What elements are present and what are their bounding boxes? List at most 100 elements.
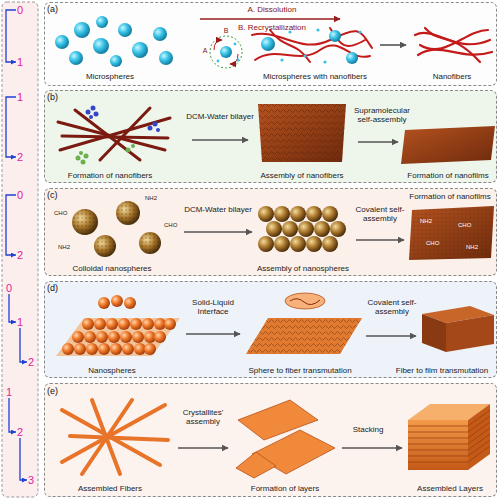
nanofiber-rods xyxy=(62,136,168,138)
microsphere-cluster xyxy=(93,38,109,54)
group-label: NH2 xyxy=(145,195,157,202)
fiber-mat xyxy=(258,104,346,162)
layer-stack xyxy=(408,456,468,457)
nanosphere-layer xyxy=(56,318,180,356)
panel-letter: (e) xyxy=(47,386,58,396)
step-number-text: 2 xyxy=(17,151,23,163)
step-arrow xyxy=(20,438,27,480)
step-number: 1 xyxy=(16,56,24,68)
nanosphere-layer xyxy=(62,343,74,355)
step-number: 3 xyxy=(27,474,35,486)
caption: Formation of layers xyxy=(251,484,319,493)
molecule-cluster xyxy=(86,110,91,115)
molecule-cluster xyxy=(153,122,158,127)
step-number: 2 xyxy=(16,426,24,438)
panel-ground xyxy=(44,2,497,86)
process-arrow xyxy=(192,139,248,141)
colloid-spheres xyxy=(139,232,161,254)
colloid-spheres xyxy=(94,235,116,257)
fiber-rods xyxy=(82,400,132,474)
caption: Fiber to film transmutation xyxy=(396,366,488,375)
sphere-assembly xyxy=(290,206,306,222)
step-number-text: 2 xyxy=(17,249,23,261)
fiber-network xyxy=(415,28,492,62)
process-arrow xyxy=(342,448,402,449)
nanosphere-layer xyxy=(108,331,120,343)
caption: Colloidal nanospheres xyxy=(72,264,151,273)
caption: Stacking xyxy=(353,425,384,434)
molecule-cluster xyxy=(79,151,83,155)
process-arrow xyxy=(366,335,416,337)
colloid-spheres xyxy=(116,201,140,225)
step-number-text: 1 xyxy=(17,56,23,68)
sphere-assembly xyxy=(274,236,290,252)
layer-stack xyxy=(408,444,468,445)
nanosphere-layer xyxy=(96,331,108,343)
process-arrow xyxy=(380,45,406,46)
microsphere-cluster xyxy=(329,30,341,42)
molecule-cluster xyxy=(81,160,86,165)
molecule-cluster xyxy=(156,128,160,132)
layer-stack xyxy=(408,410,490,462)
caption: Solid-Liquid Interface xyxy=(178,298,248,316)
sphere-assembly xyxy=(266,221,282,237)
process-arrow xyxy=(186,334,240,335)
sphere-assembly xyxy=(298,221,314,237)
caption: Nanospheres xyxy=(88,366,136,375)
step-number-text: 0 xyxy=(17,189,23,201)
step-number-text: 0 xyxy=(17,4,23,16)
step-arrow xyxy=(6,10,16,62)
step-number: 0 xyxy=(16,189,24,201)
nanofiber-rods xyxy=(100,108,150,160)
process-arrow xyxy=(342,447,402,449)
dissolution-inset xyxy=(210,36,242,68)
fiber-rods xyxy=(70,436,168,440)
colloid-spheres xyxy=(72,201,161,257)
fiber-network xyxy=(270,30,310,62)
step-arrow xyxy=(9,398,16,432)
panel-ground xyxy=(44,188,497,276)
microsphere-cluster xyxy=(69,51,83,65)
film-slab xyxy=(446,315,494,352)
fiber-network xyxy=(415,33,490,44)
step-number: 2 xyxy=(16,249,24,261)
caption: Covalent self-assembly xyxy=(362,298,422,316)
nanosphere-layer xyxy=(72,331,84,343)
dissolution-inset xyxy=(230,54,238,64)
layer-stack xyxy=(408,404,490,470)
nanosphere-layer xyxy=(84,331,96,343)
nanosphere-layer xyxy=(74,343,86,355)
step-number: 1 xyxy=(16,91,24,103)
sphere-assembly xyxy=(258,236,274,252)
nanosphere-layer xyxy=(98,297,110,309)
step-number-text: 3 xyxy=(28,474,34,486)
layer-stack xyxy=(408,438,468,439)
group-label: NH2 xyxy=(466,244,478,251)
layer-stack xyxy=(408,450,468,451)
stage-panel: (c)DCM-Water bilayerColloidal nanosphere… xyxy=(44,188,497,276)
step-number-text: 1 xyxy=(17,316,23,328)
step-number-text: 1 xyxy=(17,91,23,103)
caption: Assembly of nanofibers xyxy=(260,171,343,180)
crystal-layers xyxy=(236,400,335,478)
layer-stack xyxy=(408,420,468,470)
step-number: 1 xyxy=(5,386,13,398)
sphere-assembly xyxy=(282,221,298,237)
nanosphere-layer xyxy=(144,343,156,355)
fiber-platform xyxy=(290,299,320,305)
fiber-network xyxy=(418,50,492,55)
step-number: 0 xyxy=(16,4,24,16)
nanosphere-layer xyxy=(120,331,132,343)
panel-letter: (a) xyxy=(47,4,58,14)
microsphere-cluster xyxy=(159,51,173,65)
microsphere-cluster xyxy=(96,16,108,28)
step-number: 2 xyxy=(27,356,35,368)
microsphere-cluster xyxy=(303,54,306,57)
process-arrow xyxy=(178,447,228,449)
step-arrow xyxy=(9,294,16,322)
nanofilm xyxy=(401,126,495,164)
microsphere-cluster xyxy=(132,42,148,58)
panel-letter: (d) xyxy=(47,283,58,293)
nanosphere-layer xyxy=(132,331,144,343)
